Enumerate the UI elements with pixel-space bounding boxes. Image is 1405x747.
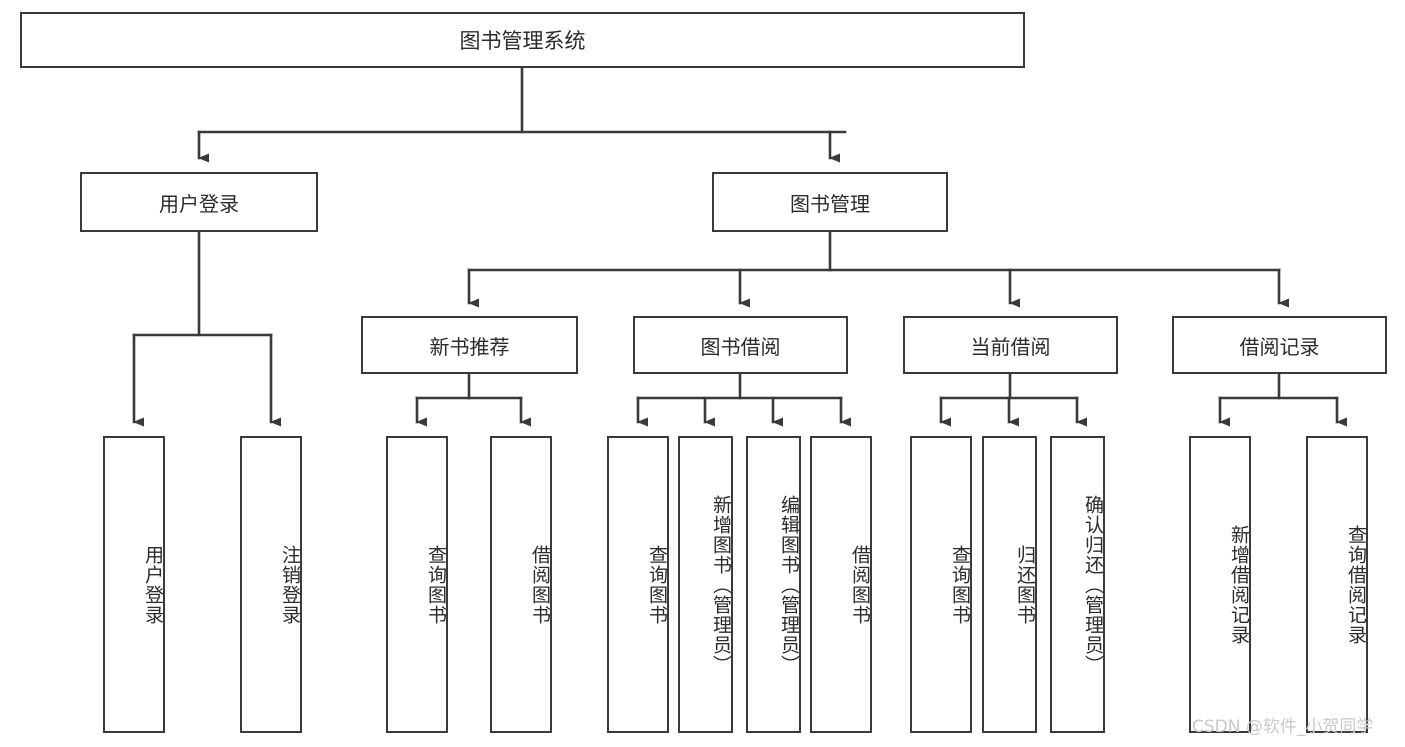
- node-leaf-borrow-book-recommend[interactable]: 借阅图书: [490, 436, 552, 733]
- node-book-borrow[interactable]: 图书借阅: [633, 316, 848, 374]
- node-leaf-add-book-admin-label: 新增图书（管理员）: [710, 494, 732, 675]
- node-leaf-borrow-book-borrow[interactable]: 借阅图书: [810, 436, 872, 733]
- node-current-borrow[interactable]: 当前借阅: [903, 316, 1118, 374]
- node-root-system[interactable]: 图书管理系统: [20, 12, 1025, 68]
- node-leaf-user-login-label: 用户登录: [142, 544, 164, 625]
- node-leaf-query-book-current-label: 查询图书: [949, 544, 971, 625]
- node-new-book-recommendation[interactable]: 新书推荐: [361, 316, 578, 374]
- node-leaf-borrow-book-borrow-label: 借阅图书: [849, 544, 871, 625]
- node-leaf-edit-book-admin-label: 编辑图书（管理员）: [778, 494, 800, 675]
- node-new-book-recommendation-label: 新书推荐: [429, 334, 510, 359]
- node-leaf-confirm-return-admin[interactable]: 确认归还（管理员）: [1050, 436, 1105, 733]
- node-leaf-query-book-borrow-label: 查询图书: [646, 544, 668, 625]
- node-leaf-return-book-label: 归还图书: [1014, 544, 1036, 625]
- node-user-login[interactable]: 用户登录: [80, 172, 318, 232]
- node-leaf-edit-book-admin[interactable]: 编辑图书（管理员）: [746, 436, 801, 733]
- node-leaf-query-book-recommend[interactable]: 查询图书: [386, 436, 448, 733]
- node-leaf-query-book-borrow[interactable]: 查询图书: [607, 436, 669, 733]
- node-borrow-record[interactable]: 借阅记录: [1172, 316, 1387, 374]
- node-leaf-add-borrow-record-label: 新增借阅记录: [1228, 524, 1250, 645]
- node-leaf-logout-login[interactable]: 注销登录: [240, 436, 302, 733]
- node-borrow-record-label: 借阅记录: [1239, 334, 1320, 359]
- node-root-label: 图书管理系统: [459, 29, 586, 53]
- node-leaf-borrow-book-recommend-label: 借阅图书: [529, 544, 551, 625]
- node-leaf-confirm-return-admin-label: 确认归还（管理员）: [1082, 494, 1104, 675]
- node-leaf-logout-login-label: 注销登录: [279, 544, 301, 625]
- node-leaf-add-borrow-record[interactable]: 新增借阅记录: [1189, 436, 1251, 733]
- node-leaf-query-book-recommend-label: 查询图书: [425, 544, 447, 625]
- node-leaf-add-book-admin[interactable]: 新增图书（管理员）: [678, 436, 733, 733]
- node-leaf-query-borrow-record-label: 查询借阅记录: [1345, 524, 1367, 645]
- node-book-manage[interactable]: 图书管理: [712, 172, 948, 232]
- node-leaf-query-borrow-record[interactable]: 查询借阅记录: [1306, 436, 1368, 733]
- node-book-borrow-label: 图书借阅: [700, 334, 781, 359]
- csdn-watermark: CSDN @软件_小贺同学: [1192, 717, 1374, 737]
- node-leaf-query-book-current[interactable]: 查询图书: [910, 436, 972, 733]
- node-current-borrow-label: 当前借阅: [970, 334, 1051, 359]
- node-leaf-return-book[interactable]: 归还图书: [982, 436, 1037, 733]
- node-book-manage-label: 图书管理: [790, 191, 870, 216]
- node-leaf-user-login[interactable]: 用户登录: [103, 436, 165, 733]
- node-user-login-label: 用户登录: [159, 191, 239, 216]
